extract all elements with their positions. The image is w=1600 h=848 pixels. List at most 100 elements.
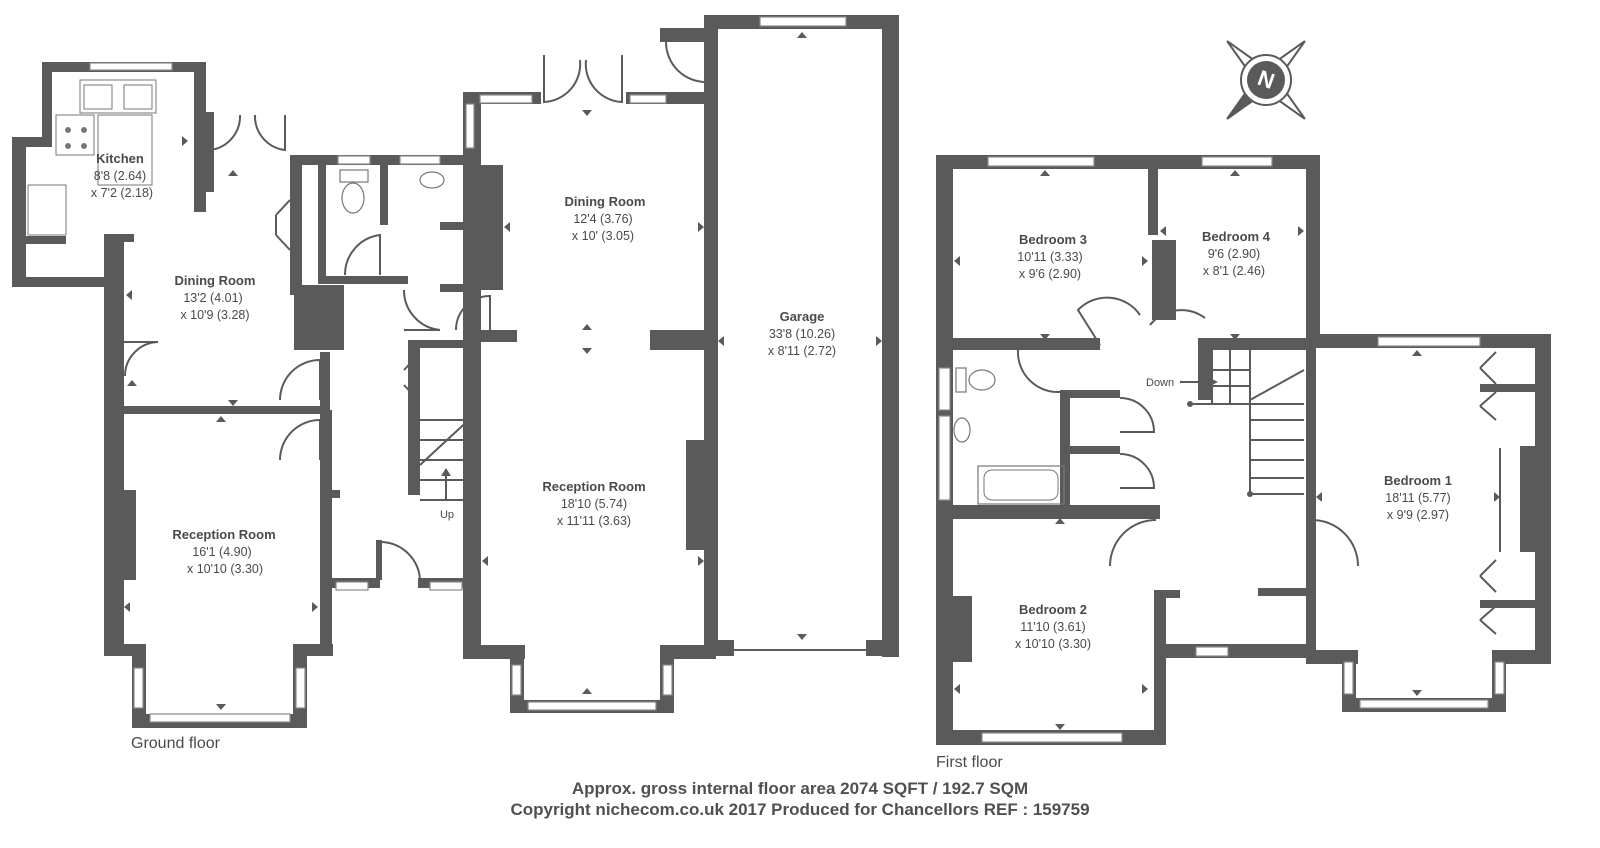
dining2-side-window bbox=[465, 103, 475, 149]
bed1-bay-side-2 bbox=[1494, 661, 1505, 695]
bedroom1-dim2: x 9'9 (2.97) bbox=[1387, 508, 1449, 522]
side-door bbox=[124, 341, 159, 377]
bedroom3-dim2: x 9'6 (2.90) bbox=[1019, 267, 1081, 281]
wc-bottom-wall bbox=[318, 276, 408, 284]
cupboard-door bbox=[275, 199, 291, 251]
dining-reception-divider bbox=[124, 406, 320, 414]
reception-left-dim2: x 10'10 (3.30) bbox=[187, 562, 263, 576]
wc-left-wall bbox=[318, 165, 326, 280]
fireplace-right bbox=[686, 440, 704, 550]
landing-wall-2 bbox=[1258, 588, 1308, 596]
airing-door bbox=[1119, 397, 1156, 433]
kitchen-left-upper-wall bbox=[42, 62, 52, 137]
landing-wall bbox=[1154, 590, 1180, 598]
bed1-door bbox=[1311, 519, 1359, 567]
bay2-window bbox=[527, 701, 657, 711]
kitchen-dim1: 8'8 (2.64) bbox=[94, 169, 146, 183]
bay2-side-window bbox=[511, 664, 522, 696]
kitchen-step-wall bbox=[12, 137, 52, 147]
hob-unit bbox=[55, 114, 95, 156]
floor-area-text: Approx. gross internal floor area 2074 S… bbox=[571, 779, 1029, 798]
dining-left-dim1: 13'2 (4.01) bbox=[183, 291, 242, 305]
dining2-window-2 bbox=[629, 94, 667, 104]
newel-post bbox=[1187, 401, 1193, 407]
kitchen-inner-wall bbox=[26, 236, 66, 244]
bathtub bbox=[977, 465, 1065, 505]
garage-left-wall bbox=[704, 15, 718, 655]
first-dimension-markers bbox=[954, 170, 1500, 730]
dining-left-name: Dining Room bbox=[175, 273, 256, 288]
ground-floor-label: Ground floor bbox=[131, 735, 220, 752]
dining-right-wall bbox=[290, 155, 302, 295]
bath-door bbox=[1016, 349, 1061, 394]
reception-right-dim2: x 11'11 (3.63) bbox=[557, 514, 631, 528]
bed3-window bbox=[987, 156, 1095, 167]
dining-right-name: Dining Room bbox=[565, 194, 646, 209]
garden-door-right bbox=[584, 55, 623, 104]
wc-middle-wall bbox=[380, 165, 388, 225]
dining2-window bbox=[479, 94, 533, 104]
bath-window bbox=[938, 367, 951, 411]
bed1-right-wall bbox=[1535, 334, 1551, 662]
bedroom1-name: Bedroom 1 bbox=[1384, 473, 1452, 488]
bed2-right-wall bbox=[1154, 590, 1166, 745]
bed3-door bbox=[1076, 296, 1141, 346]
basin bbox=[419, 171, 445, 189]
kitchen-sink-unit bbox=[79, 79, 157, 114]
bay2-side-window-2 bbox=[662, 664, 673, 696]
garage-name: Garage bbox=[780, 309, 825, 324]
down-arrow-icon bbox=[1210, 378, 1218, 386]
wc-top-wall bbox=[290, 155, 476, 165]
hob-ring bbox=[65, 143, 71, 149]
bay-side-window bbox=[133, 667, 144, 709]
hob-ring bbox=[65, 127, 71, 133]
bedroom4-name: Bedroom 4 bbox=[1202, 229, 1271, 244]
garage-bottom-right bbox=[866, 640, 899, 656]
kitchen-window bbox=[89, 62, 173, 71]
sink-bowl-2 bbox=[123, 84, 153, 110]
bed4-window bbox=[1201, 156, 1273, 167]
first-floor-plan: Down bbox=[936, 155, 1551, 745]
bed1-left-wall bbox=[1306, 345, 1316, 655]
cupboard-wall bbox=[440, 222, 476, 230]
bed1-bay-side bbox=[1343, 661, 1354, 695]
under-stair-door bbox=[403, 354, 419, 401]
airing-top bbox=[1060, 390, 1120, 398]
first-stairs bbox=[1180, 350, 1305, 495]
bath-bottom-wall bbox=[950, 505, 1160, 519]
stairs-up-label: Up bbox=[440, 509, 454, 521]
garage-dim1: 33'8 (10.26) bbox=[769, 327, 835, 341]
up-arrow-icon bbox=[441, 468, 451, 476]
reception-left-dim1: 16'1 (4.90) bbox=[192, 545, 251, 559]
bed1-bottom-right bbox=[1492, 650, 1551, 664]
first-bottom-wall bbox=[1154, 644, 1314, 658]
garage-window bbox=[759, 16, 847, 27]
kitchen-worktop bbox=[27, 184, 67, 236]
wc-door bbox=[343, 233, 381, 276]
copyright-text: Copyright nichecom.co.uk 2017 Produced f… bbox=[510, 800, 1090, 819]
bedroom3-name: Bedroom 3 bbox=[1019, 232, 1087, 247]
cupboard-door-first bbox=[1119, 453, 1156, 489]
wardrobe-door-2 bbox=[1479, 391, 1497, 421]
bed2-door bbox=[1109, 519, 1157, 567]
wardrobe-divider bbox=[1480, 384, 1538, 392]
dining-left-dim2: x 10'9 (3.28) bbox=[180, 308, 249, 322]
hall-door bbox=[279, 358, 321, 401]
toilet bbox=[341, 182, 365, 214]
ground-floor-plan: Kitchen 8'8 (2.64) x 7'2 (2.18) Dining R… bbox=[12, 15, 899, 728]
stairs-down-label: Down bbox=[1146, 377, 1174, 389]
dining-left-top-wall bbox=[206, 112, 214, 192]
reception-door bbox=[279, 418, 321, 461]
airing-mid bbox=[1060, 446, 1120, 454]
reception-right-name: Reception Room bbox=[542, 479, 645, 494]
garage-side-door bbox=[665, 41, 707, 84]
dining2-divider-2 bbox=[650, 330, 710, 350]
reception2-bottom-left bbox=[463, 645, 525, 659]
stair-top-wall bbox=[418, 340, 474, 348]
toilet-first-cistern bbox=[955, 367, 967, 393]
landing-window bbox=[1195, 646, 1229, 657]
hob-ring bbox=[81, 143, 87, 149]
chimney-breast-upper bbox=[473, 165, 503, 290]
dining-right-dim1: 12'4 (3.76) bbox=[573, 212, 632, 226]
